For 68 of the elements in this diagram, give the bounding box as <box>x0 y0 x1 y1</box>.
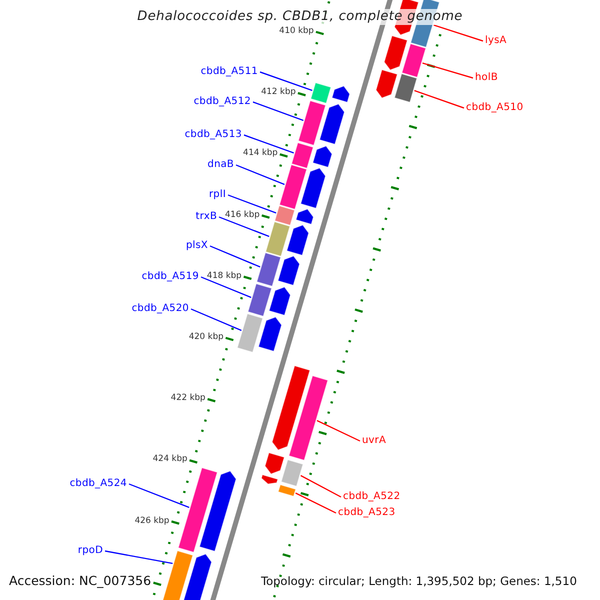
gene-bar <box>265 221 290 257</box>
gene-label: cbdb_A519 <box>142 271 199 282</box>
scale-label: 412 kbp <box>261 88 296 98</box>
leader-line <box>316 420 360 442</box>
genome-summary: Topology: circular; Length: 1,395,502 bp; Genes: 1,510 <box>261 575 577 588</box>
gene-label: cbdb_A512 <box>194 96 251 107</box>
gene-label: rplI <box>209 189 226 200</box>
scale-label: 426 kbp <box>134 516 170 526</box>
gene-label: cbdb_A510 <box>466 102 524 113</box>
gene-bar <box>278 484 296 497</box>
leader-line <box>422 62 474 79</box>
leader-line <box>244 134 294 154</box>
gene-feature <box>384 35 408 70</box>
gene-label: lysA <box>485 35 507 46</box>
gene-bar <box>274 205 296 226</box>
leader-line <box>414 90 464 109</box>
gene-label: holB <box>475 72 498 83</box>
gene-bar <box>288 375 328 461</box>
gene-bar <box>291 142 314 169</box>
gene-label: cbdb_A520 <box>132 303 189 314</box>
gene-feature <box>376 69 398 98</box>
gene-feature <box>278 256 300 286</box>
scale-label: 414 kbp <box>243 149 278 159</box>
gene-label: cbdb_A511 <box>200 66 258 77</box>
leader-line <box>228 194 276 214</box>
gene-feature <box>268 286 291 316</box>
gene-bar <box>401 43 426 78</box>
leader-line <box>434 24 484 42</box>
gene-bar <box>178 467 218 553</box>
scale-label: 424 kbp <box>152 455 188 465</box>
gene-label: cbdb_A522 <box>343 491 400 502</box>
gene-bar <box>310 82 332 104</box>
gene-label: cbdb_A513 <box>184 129 242 140</box>
gene-feature <box>296 208 314 225</box>
gene-label: rpoD <box>78 545 103 556</box>
gene-feature <box>260 474 278 484</box>
gene-bar <box>256 252 282 287</box>
leader-line <box>210 245 260 268</box>
gene-label: cbdb_A524 <box>70 478 127 489</box>
gene-label: trxB <box>196 211 217 222</box>
gene-label: dnaB <box>208 159 234 170</box>
gene-feature <box>199 470 237 552</box>
leader-line <box>236 164 285 186</box>
gene-bar <box>280 459 304 487</box>
gene-label: plsX <box>186 240 208 251</box>
leader-line <box>128 483 190 508</box>
scale-label: 418 kbp <box>206 272 242 282</box>
scale-label: 422 kbp <box>170 394 206 404</box>
gene-feature <box>332 86 350 103</box>
gene-feature <box>258 316 282 352</box>
leader-line <box>295 492 336 514</box>
leader-line <box>252 101 304 122</box>
gene-bar <box>394 73 418 103</box>
scale-label: 416 kbp <box>224 210 260 220</box>
scale-label: 410 kbp <box>279 27 314 36</box>
gene-label: uvrA <box>362 435 386 446</box>
leader-line <box>260 71 312 92</box>
leader-line <box>218 216 270 238</box>
gene-bar <box>248 283 272 317</box>
scale-label: 420 kbp <box>188 333 224 342</box>
gene-feature <box>272 365 310 450</box>
leader-line <box>300 475 342 498</box>
leader-line <box>200 276 252 298</box>
accession-note: Accession: NC_007356 <box>9 574 152 588</box>
gene-bar <box>236 313 264 353</box>
gene-label: cbdb_A523 <box>338 507 396 518</box>
gene-feature <box>312 146 332 168</box>
leader-line <box>190 308 242 331</box>
